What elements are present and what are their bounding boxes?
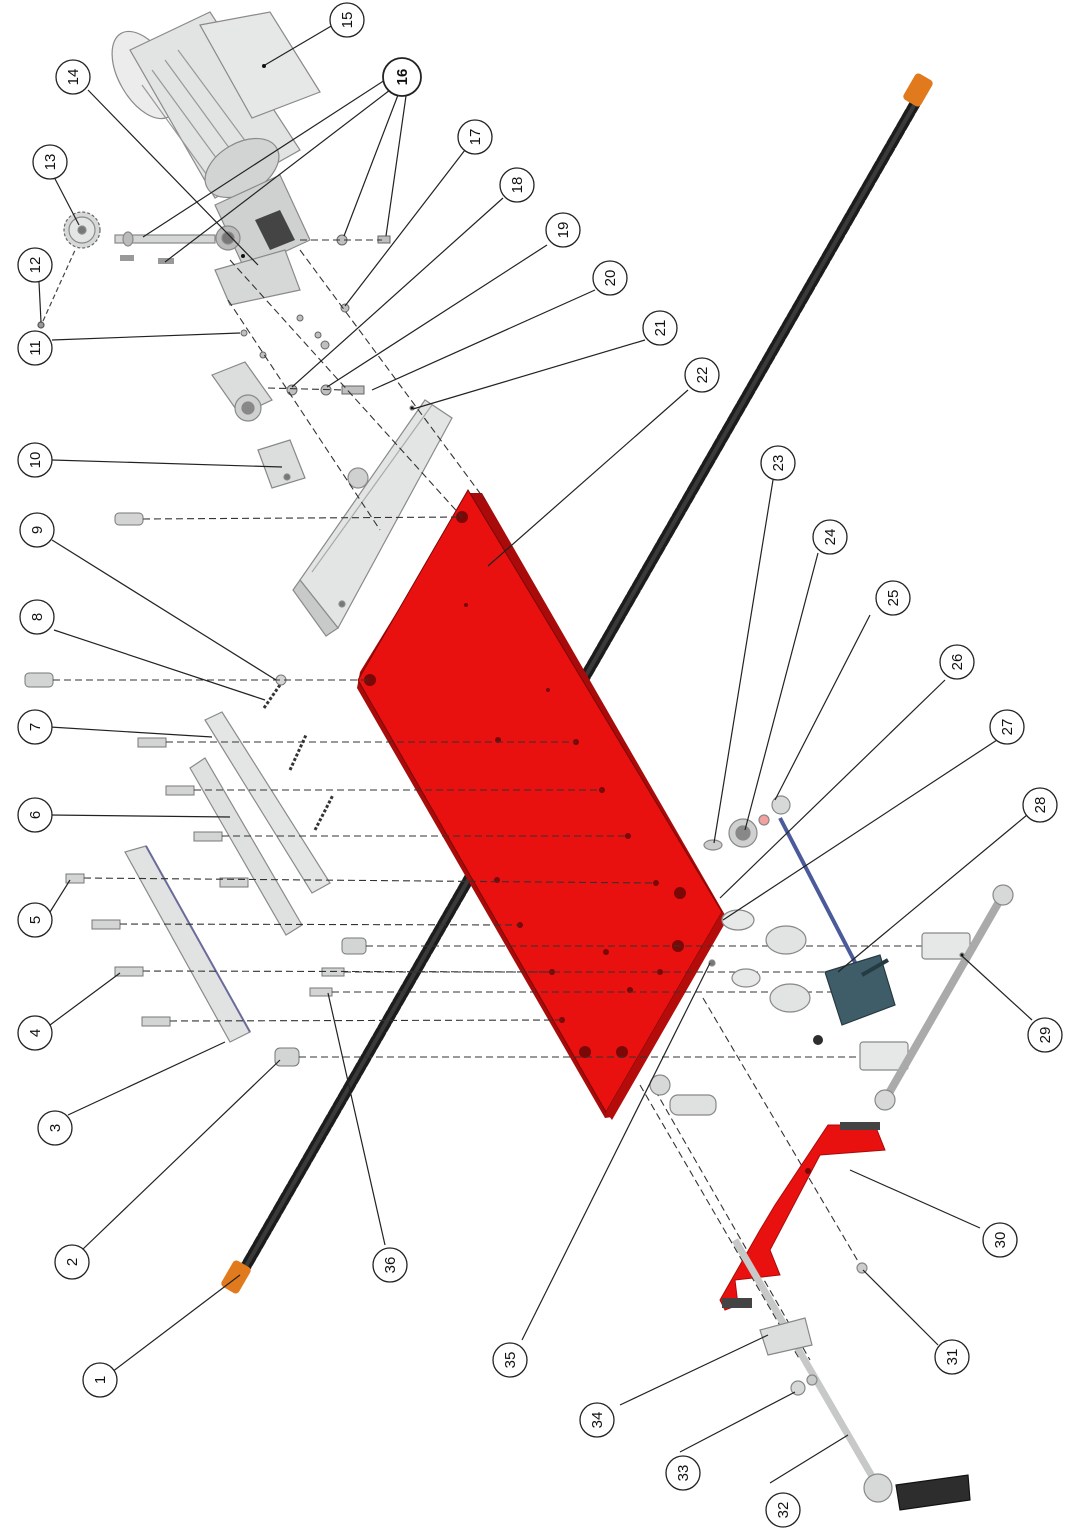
svg-text:6: 6 bbox=[27, 811, 44, 819]
callout-1: 1 bbox=[82, 1362, 118, 1398]
sprocket bbox=[37, 211, 216, 329]
callout-15: 15 bbox=[329, 2, 365, 38]
svg-text:26: 26 bbox=[949, 654, 966, 671]
svg-text:11: 11 bbox=[27, 340, 44, 356]
guide-rail bbox=[292, 399, 453, 637]
bearing-block bbox=[211, 361, 306, 489]
callout-29: 29 bbox=[1027, 1017, 1063, 1053]
svg-text:33: 33 bbox=[675, 1465, 692, 1482]
callout-4: 4 bbox=[17, 1015, 53, 1051]
svg-text:22: 22 bbox=[694, 367, 711, 384]
callout-32: 32 bbox=[765, 1492, 801, 1528]
callout-31: 31 bbox=[934, 1339, 970, 1375]
chain-end-top bbox=[903, 73, 933, 107]
svg-text:36: 36 bbox=[382, 1257, 399, 1274]
callout-27: 27 bbox=[989, 709, 1025, 745]
callout-6: 6 bbox=[17, 797, 53, 833]
springs bbox=[262, 681, 335, 831]
callout-35: 35 bbox=[492, 1342, 528, 1378]
gear-motor bbox=[111, 11, 321, 306]
svg-text:21: 21 bbox=[652, 320, 669, 337]
callout-10: 10 bbox=[17, 442, 53, 478]
callout-9: 9 bbox=[19, 512, 55, 548]
svg-text:25: 25 bbox=[885, 590, 902, 607]
chain-guard bbox=[719, 1122, 886, 1311]
svg-text:14: 14 bbox=[65, 69, 82, 86]
callout-20: 20 bbox=[592, 260, 628, 296]
callout-22: 22 bbox=[684, 357, 720, 393]
svg-text:23: 23 bbox=[770, 455, 787, 472]
callout-8: 8 bbox=[19, 599, 55, 635]
svg-text:5: 5 bbox=[27, 916, 44, 924]
callouts: 1 2 3 4 5 6 7 8 9 10 11 12 13 14 15 16 1… bbox=[17, 2, 1063, 1528]
svg-text:8: 8 bbox=[29, 613, 46, 621]
svg-text:27: 27 bbox=[999, 719, 1016, 736]
svg-text:18: 18 bbox=[509, 177, 526, 194]
svg-text:30: 30 bbox=[992, 1232, 1009, 1249]
svg-text:34: 34 bbox=[589, 1412, 606, 1429]
svg-text:31: 31 bbox=[944, 1349, 961, 1366]
callout-3: 3 bbox=[37, 1110, 73, 1146]
svg-text:4: 4 bbox=[27, 1029, 44, 1037]
tensioner-assembly bbox=[649, 795, 1014, 1274]
pedal-shaft bbox=[731, 1238, 971, 1511]
svg-text:3: 3 bbox=[47, 1124, 64, 1132]
svg-text:10: 10 bbox=[27, 452, 44, 469]
callout-21: 21 bbox=[642, 310, 678, 346]
callout-30: 30 bbox=[982, 1222, 1018, 1258]
chain-end-bottom bbox=[221, 1260, 251, 1294]
svg-text:2: 2 bbox=[64, 1258, 81, 1266]
svg-text:12: 12 bbox=[27, 257, 44, 274]
svg-text:15: 15 bbox=[339, 12, 356, 29]
svg-text:35: 35 bbox=[502, 1352, 519, 1369]
callout-19: 19 bbox=[545, 212, 581, 248]
svg-text:7: 7 bbox=[27, 723, 44, 731]
callout-17: 17 bbox=[457, 119, 493, 155]
callout-25: 25 bbox=[875, 580, 911, 616]
callout-7: 7 bbox=[17, 709, 53, 745]
callout-16: 16 bbox=[382, 57, 422, 97]
svg-text:20: 20 bbox=[602, 270, 619, 287]
base-plate bbox=[357, 489, 728, 1120]
callout-23: 23 bbox=[760, 445, 796, 481]
svg-text:9: 9 bbox=[29, 526, 46, 534]
callout-2: 2 bbox=[54, 1244, 90, 1280]
leader-lines bbox=[38, 24, 1033, 1484]
svg-text:29: 29 bbox=[1037, 1027, 1054, 1044]
callout-36: 36 bbox=[372, 1247, 408, 1283]
callout-13: 13 bbox=[32, 144, 68, 180]
callout-28: 28 bbox=[1022, 787, 1058, 823]
callout-33: 33 bbox=[665, 1455, 701, 1491]
callout-26: 26 bbox=[939, 644, 975, 680]
callout-12: 12 bbox=[17, 247, 53, 283]
clamp-strips bbox=[124, 711, 331, 1043]
callout-24: 24 bbox=[812, 519, 848, 555]
callout-14: 14 bbox=[55, 59, 91, 95]
callout-34: 34 bbox=[579, 1402, 615, 1438]
svg-text:13: 13 bbox=[42, 154, 59, 171]
svg-text:17: 17 bbox=[467, 129, 484, 146]
callout-18: 18 bbox=[499, 167, 535, 203]
svg-text:19: 19 bbox=[555, 222, 572, 239]
callout-5: 5 bbox=[17, 902, 53, 938]
assembly-lines bbox=[53, 239, 925, 1361]
svg-text:28: 28 bbox=[1032, 797, 1049, 814]
fasteners-upper bbox=[240, 234, 391, 396]
callout-11: 11 bbox=[17, 330, 53, 366]
svg-text:16: 16 bbox=[394, 69, 411, 86]
svg-text:1: 1 bbox=[92, 1376, 109, 1384]
svg-text:32: 32 bbox=[775, 1502, 792, 1519]
svg-text:24: 24 bbox=[822, 529, 839, 546]
